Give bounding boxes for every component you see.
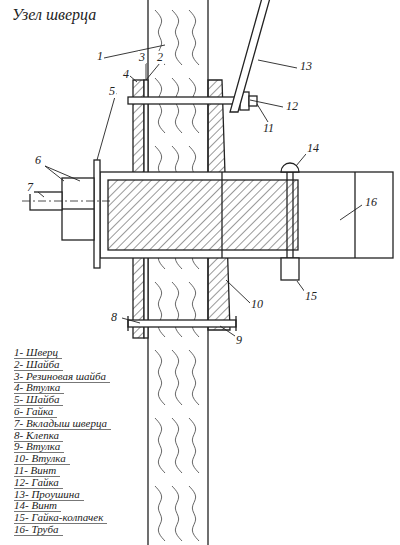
callout-number: 5 bbox=[108, 85, 116, 98]
callout-number: 14 bbox=[306, 142, 320, 155]
callout-number: 10 bbox=[250, 298, 264, 311]
tube bbox=[100, 172, 393, 258]
callout-number: 3 bbox=[138, 51, 146, 64]
callout-number: 13 bbox=[299, 60, 313, 73]
callout-number: 4 bbox=[122, 68, 130, 81]
callout-number: 9 bbox=[235, 334, 243, 347]
callout-number: 16 bbox=[364, 196, 378, 209]
callout-number: 15 bbox=[304, 290, 318, 303]
screw-head bbox=[281, 163, 299, 172]
rivet bbox=[128, 97, 240, 104]
cap-nut bbox=[281, 258, 299, 280]
nut-edge bbox=[62, 208, 94, 209]
leader-lines bbox=[38, 45, 362, 336]
washer bbox=[94, 160, 100, 268]
callout-number: 11 bbox=[262, 122, 275, 135]
callout-number: 7 bbox=[26, 181, 34, 194]
callout-number: 12 bbox=[285, 100, 299, 113]
callout-number: 1 bbox=[96, 50, 104, 63]
nut bbox=[62, 178, 94, 240]
ear-plate bbox=[230, 0, 270, 112]
tube-edge bbox=[221, 172, 222, 258]
tube-edge bbox=[354, 172, 355, 258]
callout-number: 6 bbox=[34, 154, 42, 167]
axis-line bbox=[22, 201, 110, 202]
centerboard bbox=[148, 0, 208, 545]
rivet-head bbox=[128, 316, 236, 331]
parts-list-item: 16- Труба bbox=[14, 523, 63, 536]
drawing-title: Узел шверца bbox=[12, 6, 96, 24]
screw-shank bbox=[286, 172, 287, 258]
centerboard-insert bbox=[108, 180, 298, 250]
rivet bbox=[128, 320, 236, 327]
screw-shank bbox=[292, 172, 293, 258]
callout-number: 8 bbox=[110, 311, 118, 324]
callout-number: 2 bbox=[156, 51, 164, 64]
wood-grain bbox=[155, 10, 199, 541]
